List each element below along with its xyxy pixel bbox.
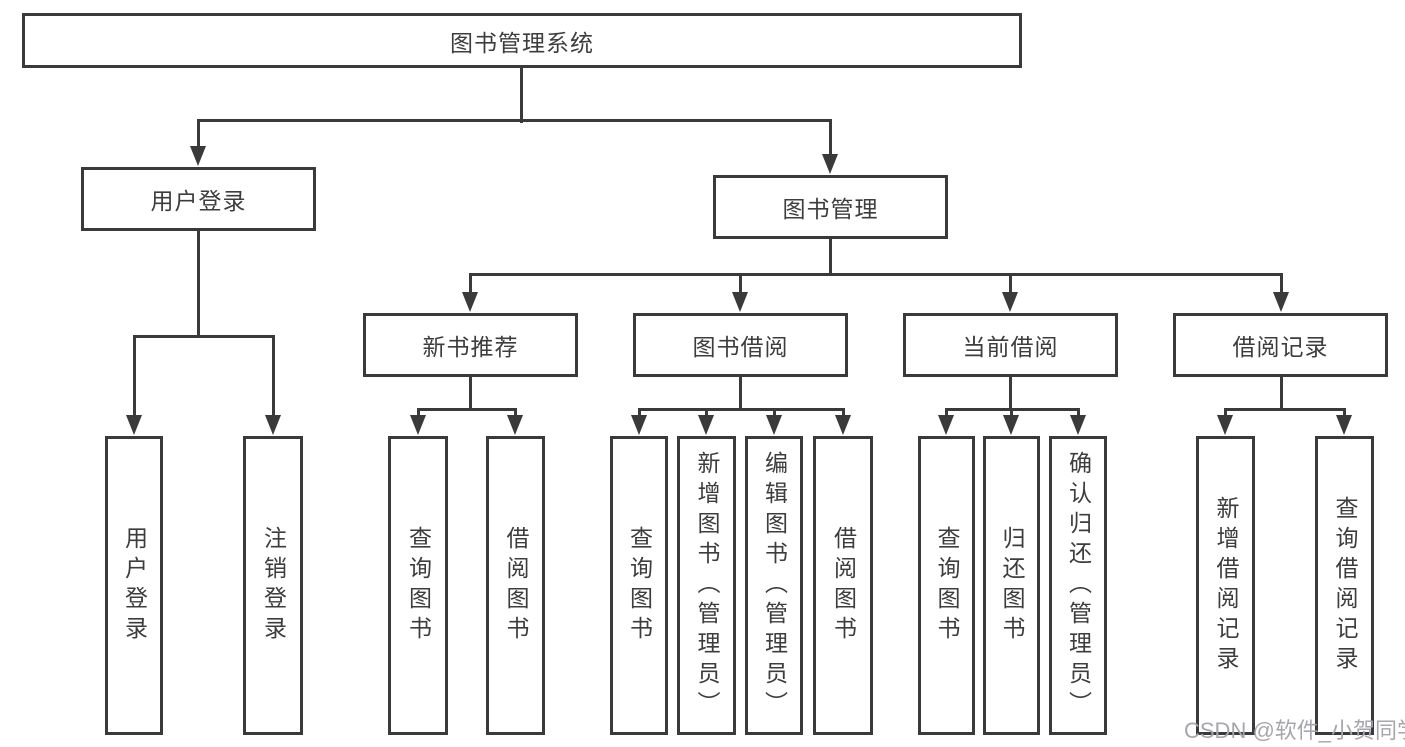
connector-arrow-stem	[1076, 408, 1080, 417]
connector-arrow-stem	[738, 273, 742, 294]
leaf-borrow-books-label: 借阅图书	[830, 525, 857, 646]
node-borrow-records: 借阅记录	[1173, 313, 1388, 377]
leaf-query-books-current: 查询图书	[918, 436, 975, 735]
watermark: CSDN @软件_小贺同学	[1184, 718, 1405, 743]
connector-vline	[468, 377, 472, 411]
arrow-down-icon	[190, 146, 206, 166]
connector-arrow-stem	[416, 408, 420, 417]
connector-vline	[828, 239, 832, 276]
connector-arrow-stem	[704, 408, 708, 417]
node-book-management: 图书管理	[713, 175, 948, 239]
leaf-confirm-return-admin-label: 确认归还（管理员）	[1065, 450, 1092, 721]
connector-arrow-stem	[271, 335, 275, 417]
connector-arrow-stem	[1009, 408, 1013, 417]
leaf-return-books-label: 归还图书	[999, 525, 1025, 646]
connector-arrow-stem	[828, 119, 832, 156]
leaf-query-borrow-record-label: 查询借阅记录	[1332, 495, 1358, 676]
connector-vline	[196, 231, 200, 338]
arrow-down-icon	[631, 415, 647, 435]
node-user-login: 用户登录	[81, 167, 316, 231]
node-book-management-label: 图书管理	[782, 196, 879, 222]
arrow-down-icon	[698, 415, 714, 435]
connector-arrow-stem	[944, 408, 948, 417]
connector-arrow-stem	[1342, 408, 1346, 417]
leaf-borrow-books-recommend: 借阅图书	[486, 436, 545, 735]
connector-hline	[1223, 408, 1346, 411]
leaf-query-borrow-record: 查询借阅记录	[1315, 436, 1374, 735]
leaf-logout: 注销登录	[243, 436, 303, 735]
connector-arrow-stem	[772, 408, 776, 417]
arrow-down-icon	[1217, 415, 1233, 435]
connector-arrow-stem	[468, 273, 472, 294]
connector-vline	[519, 68, 523, 123]
connector-arrow-stem	[132, 335, 136, 417]
leaf-edit-books-admin-label: 编辑图书（管理员）	[761, 450, 788, 721]
node-book-borrowing: 图书借阅	[633, 313, 848, 377]
node-new-book-recommend: 新书推荐	[363, 313, 578, 377]
node-current-borrowing: 当前借阅	[903, 313, 1118, 377]
connector-vline	[1279, 377, 1283, 411]
arrow-down-icon	[462, 292, 478, 312]
arrow-down-icon	[766, 415, 782, 435]
leaf-add-borrow-record-label: 新增借阅记录	[1213, 495, 1239, 676]
leaf-user-login-label: 用户登录	[121, 525, 148, 646]
leaf-borrow-books: 借阅图书	[813, 436, 873, 735]
connector-hline	[468, 273, 1283, 276]
connector-arrow-stem	[196, 119, 200, 148]
arrow-down-icon	[265, 415, 281, 435]
leaf-edit-books-admin: 编辑图书（管理员）	[745, 436, 803, 735]
connector-vline	[738, 377, 742, 411]
connector-hline	[196, 119, 832, 122]
connector-vline	[1008, 377, 1012, 411]
leaf-logout-label: 注销登录	[260, 525, 287, 646]
connector-arrow-stem	[513, 408, 517, 417]
connector-hline	[416, 408, 517, 411]
node-borrow-records-label: 借阅记录	[1232, 334, 1329, 360]
connector-arrow-stem	[1279, 273, 1283, 294]
leaf-query-books-borrowing-label: 查询图书	[626, 525, 653, 646]
node-user-login-label: 用户登录	[150, 188, 247, 214]
node-new-book-recommend-label: 新书推荐	[422, 334, 519, 360]
arrow-down-icon	[1070, 415, 1086, 435]
arrow-down-icon	[1273, 292, 1289, 312]
leaf-return-books: 归还图书	[983, 436, 1040, 735]
leaf-confirm-return-admin: 确认归还（管理员）	[1049, 436, 1107, 735]
node-current-borrowing-label: 当前借阅	[962, 334, 1059, 360]
arrow-down-icon	[835, 415, 851, 435]
arrow-down-icon	[822, 154, 838, 174]
leaf-add-books-admin: 新增图书（管理员）	[677, 436, 736, 735]
connector-arrow-stem	[1223, 408, 1227, 417]
arrow-down-icon	[732, 292, 748, 312]
leaf-query-books-recommend-label: 查询图书	[405, 525, 432, 646]
leaf-add-borrow-record: 新增借阅记录	[1196, 436, 1255, 735]
arrow-down-icon	[410, 415, 426, 435]
leaf-query-books-borrowing: 查询图书	[610, 436, 668, 735]
arrow-down-icon	[126, 415, 142, 435]
connector-arrow-stem	[841, 408, 845, 417]
connector-arrow-stem	[637, 408, 641, 417]
leaf-query-books-recommend: 查询图书	[388, 436, 448, 735]
arrow-down-icon	[1003, 415, 1019, 435]
node-root: 图书管理系统	[22, 13, 1022, 68]
node-root-label: 图书管理系统	[450, 29, 594, 56]
arrow-down-icon	[938, 415, 954, 435]
leaf-user-login: 用户登录	[105, 436, 163, 735]
arrow-down-icon	[1336, 415, 1352, 435]
arrow-down-icon	[507, 415, 523, 435]
leaf-query-books-current-label: 查询图书	[934, 525, 960, 646]
connector-hline	[132, 335, 275, 338]
leaf-add-books-admin-label: 新增图书（管理员）	[694, 450, 720, 721]
connector-arrow-stem	[1008, 273, 1012, 294]
connector-hline	[637, 408, 845, 411]
node-book-borrowing-label: 图书借阅	[692, 334, 789, 360]
leaf-borrow-books-recommend-label: 借阅图书	[503, 525, 529, 646]
arrow-down-icon	[1002, 292, 1018, 312]
